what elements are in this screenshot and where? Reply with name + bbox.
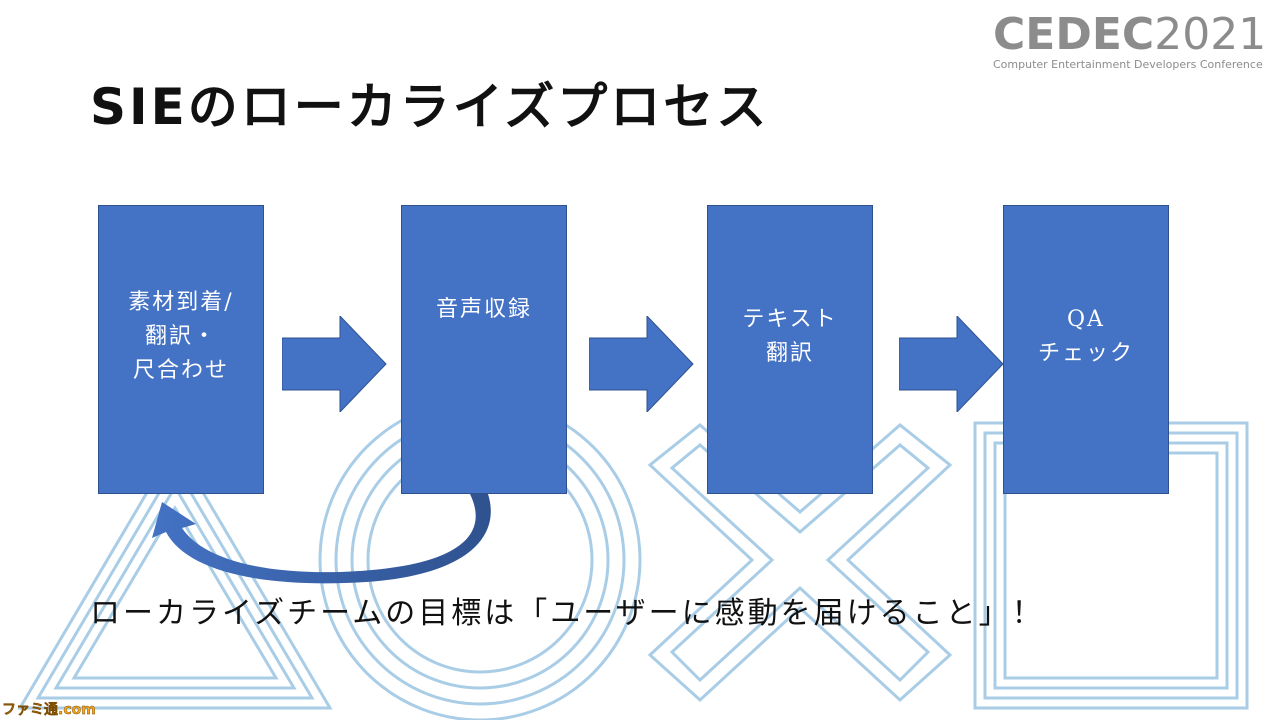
right-arrow-icon	[899, 316, 1004, 412]
step-voice-recording-box: 音声収録	[401, 205, 567, 494]
logo-subtitle: Computer Entertainment Developers Confer…	[993, 58, 1263, 71]
step-label: 素材到着/ 翻訳・ 尺合わせ	[128, 289, 234, 383]
logo-year: 2021	[1154, 9, 1267, 60]
right-arrow-icon	[589, 316, 694, 412]
step-label: 音声収録	[435, 296, 532, 322]
logo-cedec: CEDEC	[993, 9, 1155, 60]
step-material-arrival-box: 素材到着/ 翻訳・ 尺合わせ	[98, 205, 264, 494]
famitsu-watermark: ファミ通.com	[2, 702, 96, 718]
step-label: QA チェック	[1037, 306, 1134, 366]
step-qa-check-box: QA チェック	[1003, 205, 1169, 494]
curved-return-arrow-icon	[152, 494, 491, 584]
step-label: テキスト 翻訳	[742, 306, 838, 366]
cedec-logo: CEDEC2021 Computer Entertainment Develop…	[993, 9, 1266, 72]
team-goal-text: ローカライズチームの目標は「ユーザーに感動を届けること」！	[90, 596, 1045, 631]
right-arrow-icon	[282, 316, 387, 412]
step-text-translation-box: テキスト 翻訳	[707, 205, 873, 494]
cross-shape	[647, 423, 953, 703]
logo-wordmark: CEDEC2021	[993, 9, 1266, 60]
slide-title: SIEのローカライズプロセス	[90, 78, 770, 136]
